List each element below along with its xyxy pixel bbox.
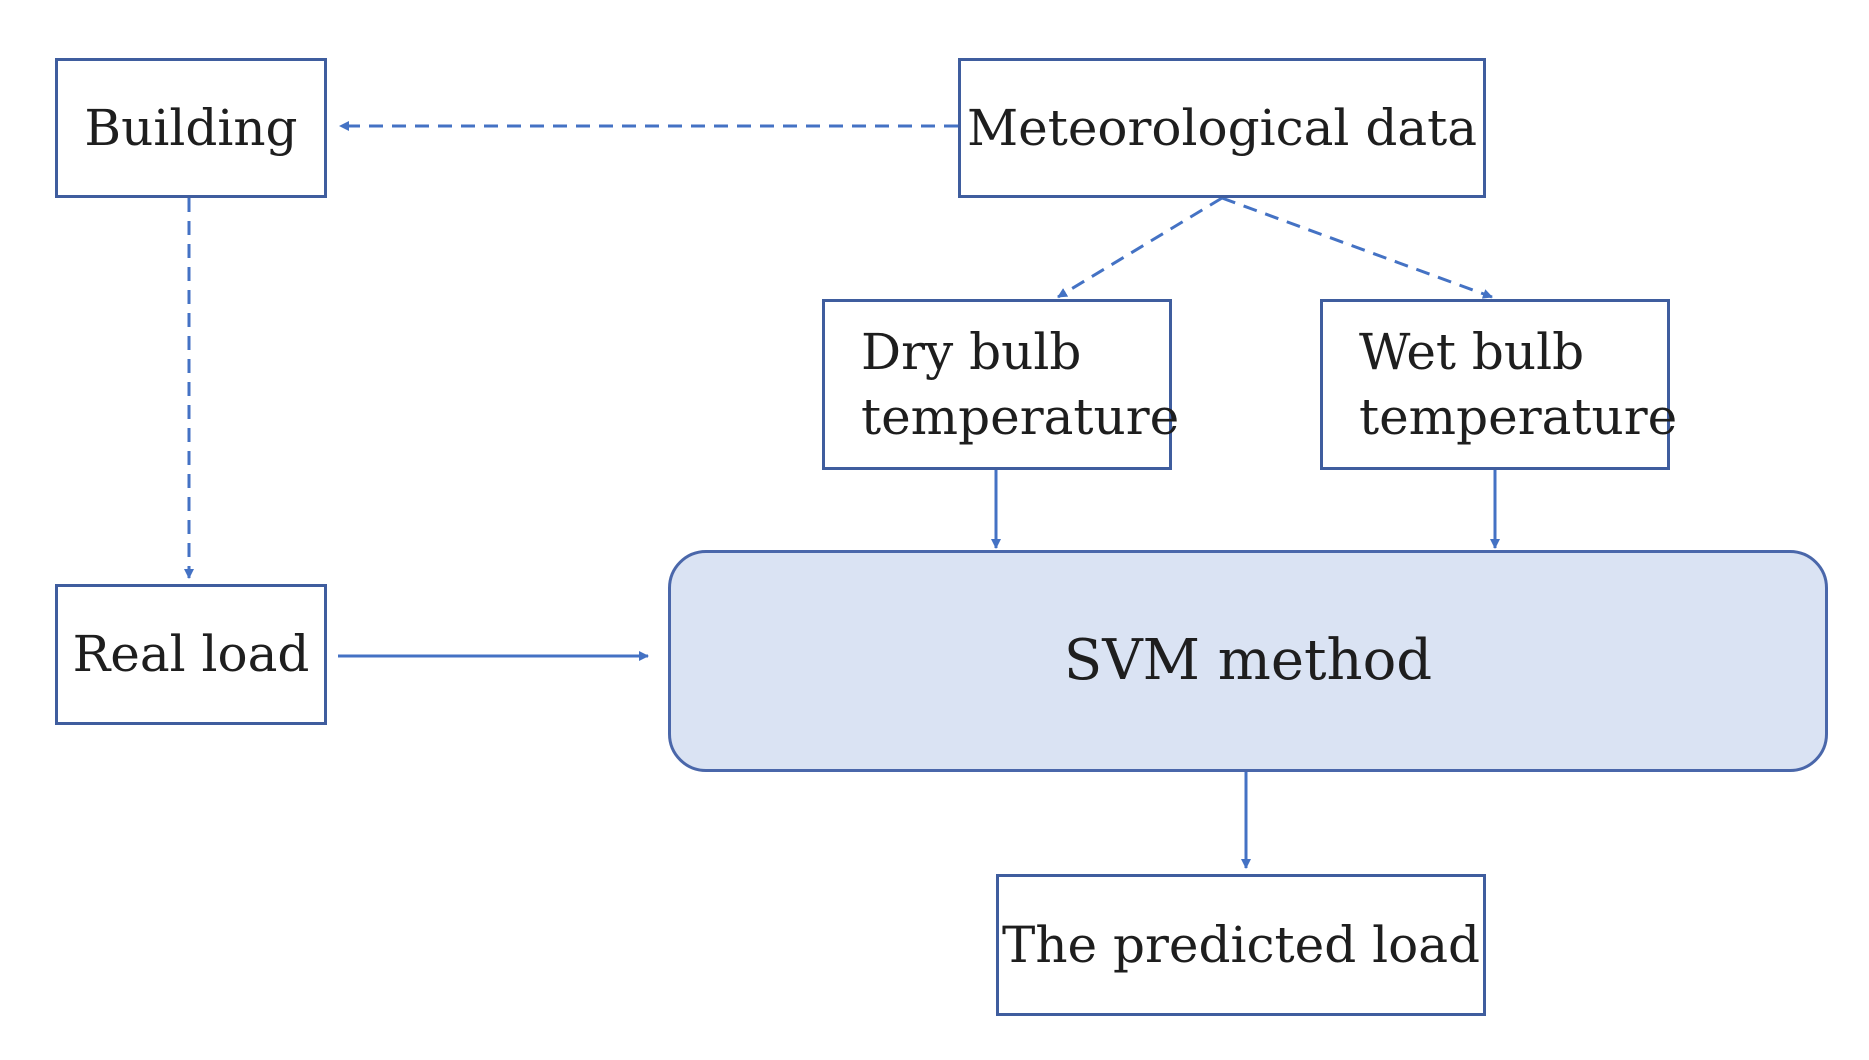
node-real-load-label: Real load (72, 625, 310, 683)
node-predicted-load: The predicted load (996, 874, 1486, 1016)
node-real-load: Real load (55, 584, 327, 725)
node-meteorological-data: Meteorological data (958, 58, 1486, 198)
node-building: Building (55, 58, 327, 198)
node-meteorological-data-label: Meteorological data (966, 98, 1478, 157)
node-svm-method: SVM method (668, 550, 1828, 772)
node-dry-bulb-line1: Dry bulb (861, 322, 1082, 381)
node-wet-bulb-line1: Wet bulb (1359, 322, 1585, 381)
arrow-meteorological-to-dry-bulb (1057, 196, 1223, 299)
node-wet-bulb-temperature: Wet bulb temperature (1320, 299, 1677, 470)
node-dry-bulb-temperature: Dry bulb temperature (822, 299, 1179, 470)
node-building-label: Building (84, 98, 298, 157)
node-svm-method-label: SVM method (1063, 627, 1433, 693)
node-wet-bulb-line2: temperature (1359, 387, 1678, 446)
node-dry-bulb-line2: temperature (861, 387, 1180, 446)
arrow-meteorological-to-wet-bulb (1221, 196, 1493, 299)
node-predicted-load-label: The predicted load (1001, 915, 1481, 974)
